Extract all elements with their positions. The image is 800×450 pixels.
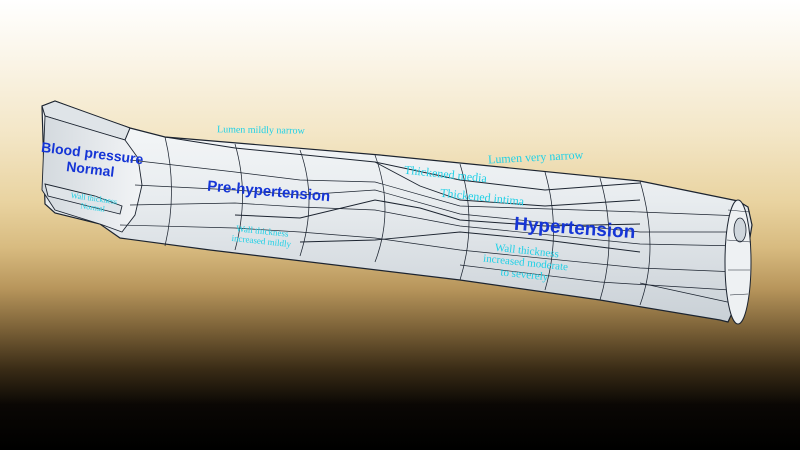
vessel-cutaway-bottom: [44, 183, 123, 215]
mesh-circumferential: [164, 136, 651, 306]
mesh-longitudinal: [119, 159, 744, 304]
end-cap-rings: [726, 209, 752, 296]
vessel-lumen-left: [41, 115, 143, 233]
wall-ridge: [164, 136, 641, 191]
wall-bulge: [374, 161, 641, 207]
vessel-outer-wall: [41, 100, 753, 323]
wall-ridge-lower: [234, 199, 641, 227]
vessel-end-lumen: [733, 217, 747, 243]
wall-bulge-2: [299, 231, 641, 253]
